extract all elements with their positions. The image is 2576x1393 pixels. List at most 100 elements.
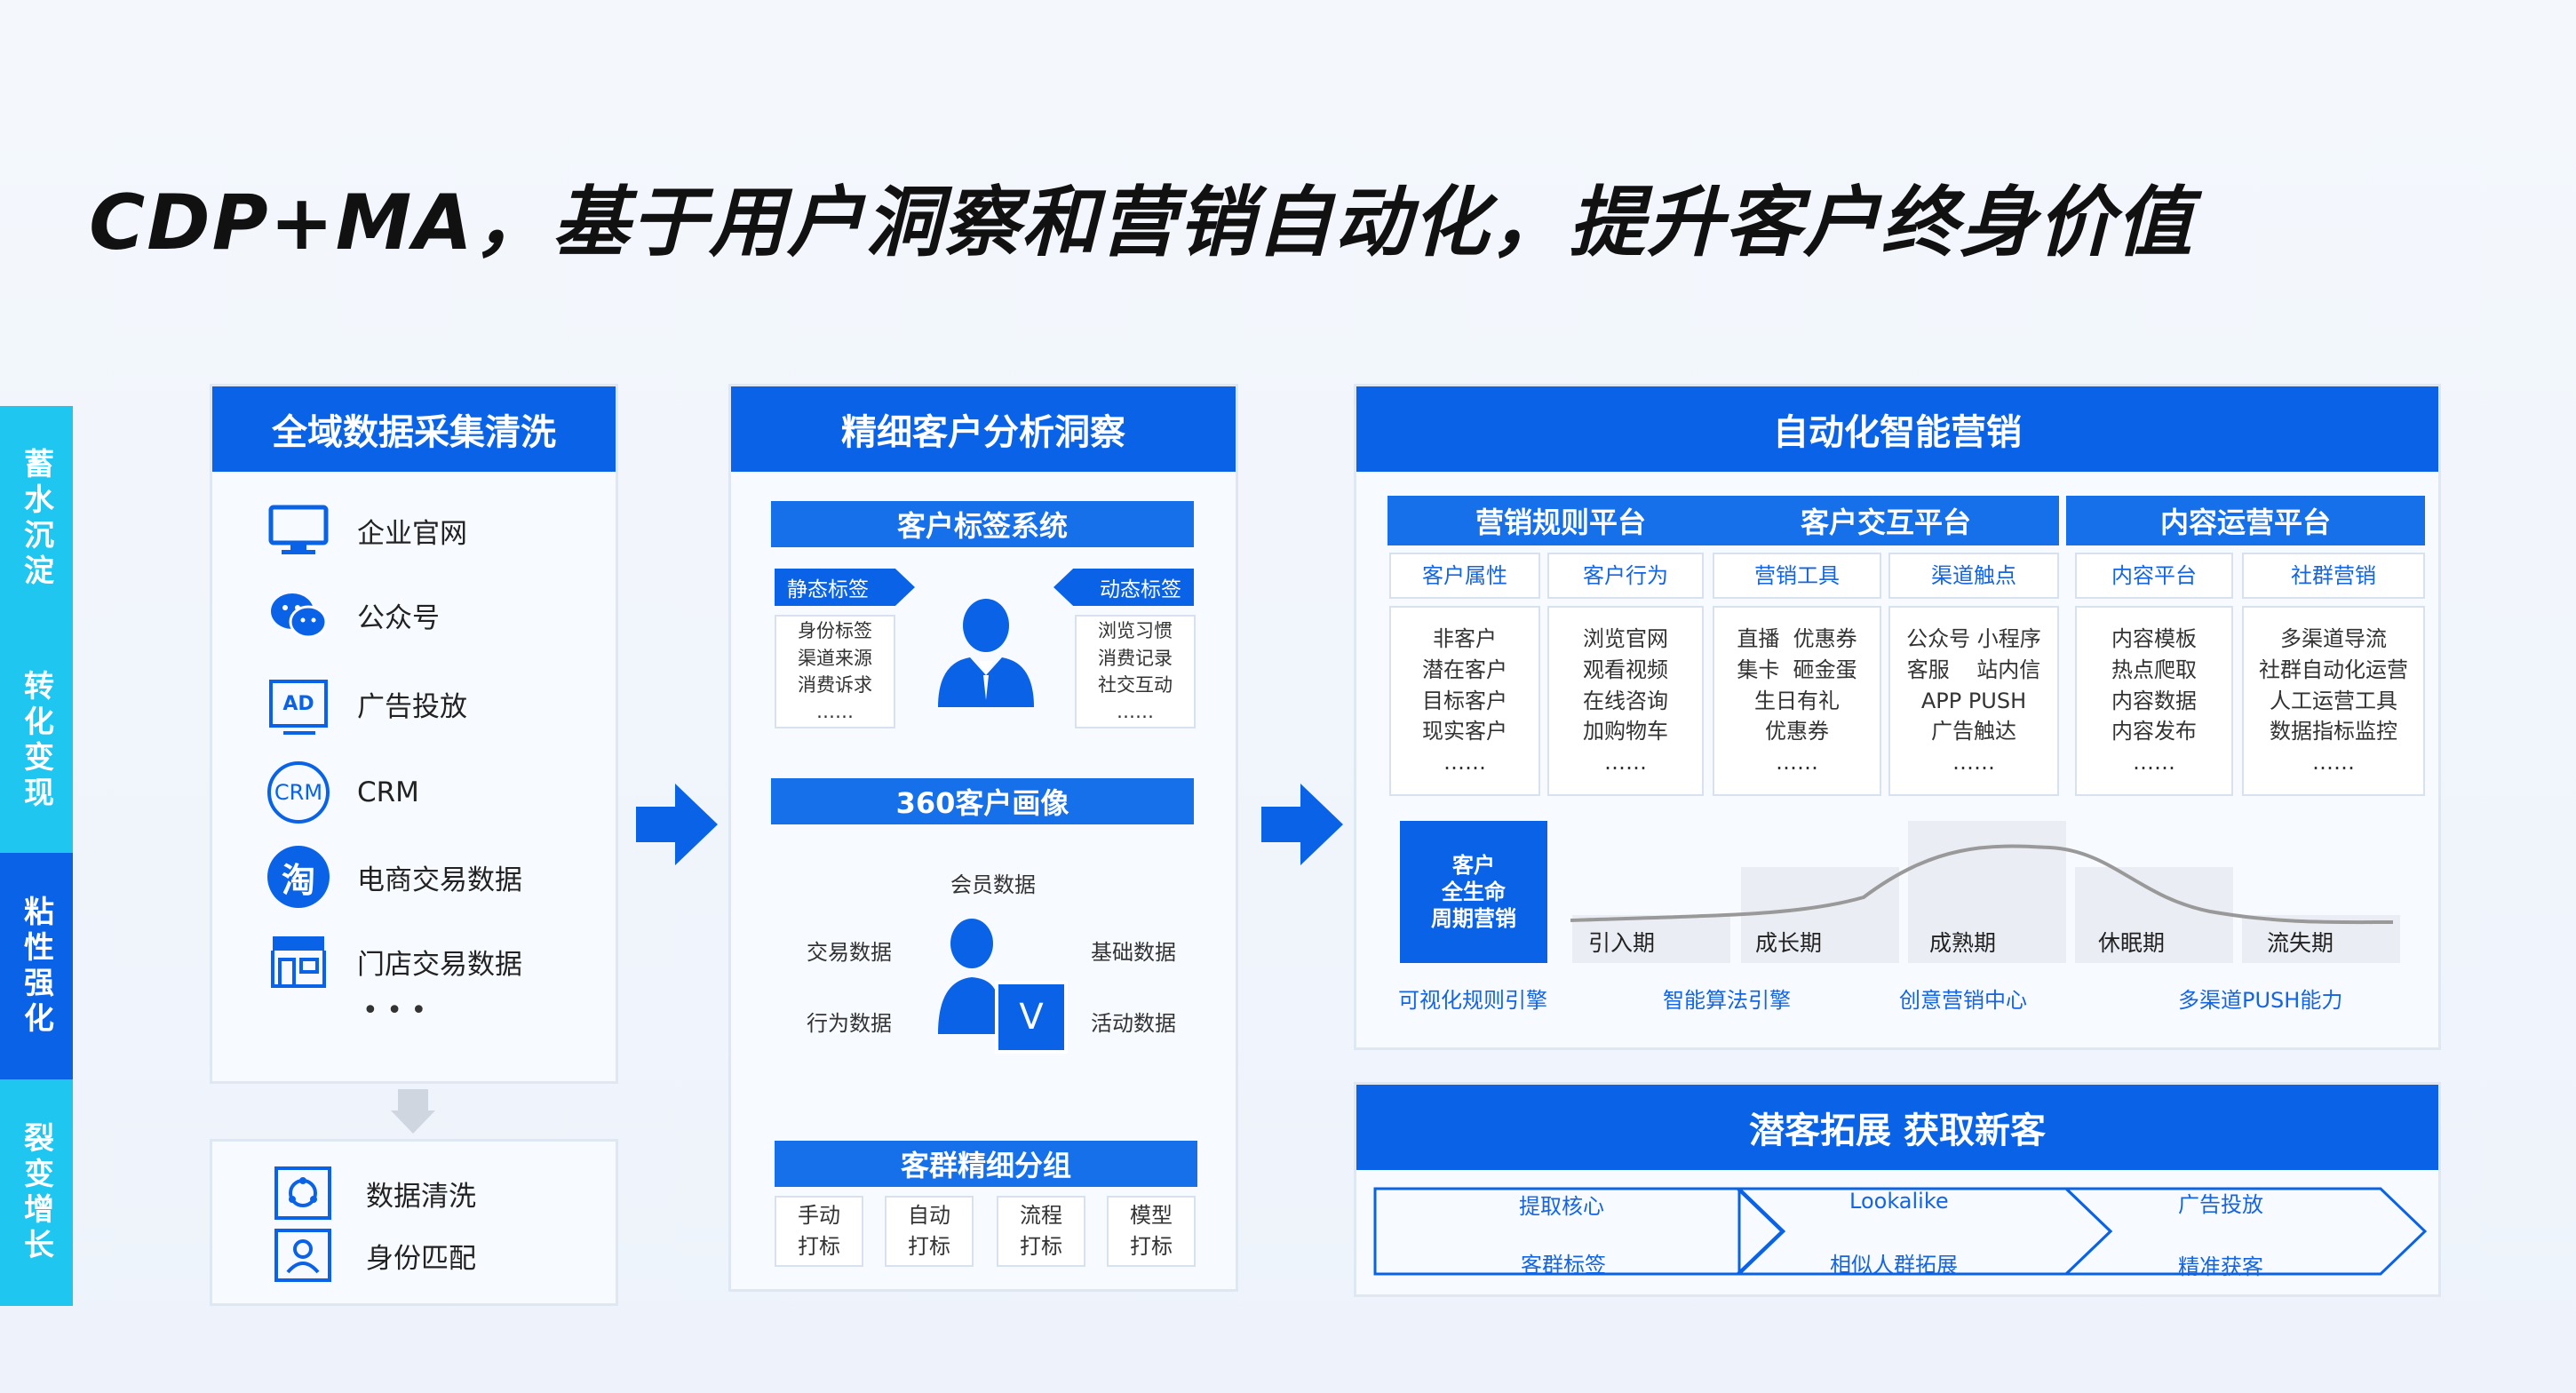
platform-header-content: 内容运营平台 xyxy=(2066,496,2425,545)
cleaning-icon xyxy=(272,1166,334,1221)
col1-item-label: 企业官网 xyxy=(357,517,467,550)
detail-line: 内容数据 xyxy=(2111,688,2197,713)
segment-cell-manual: 手动 打标 xyxy=(775,1196,863,1267)
segment-cell-line: 流程 xyxy=(1020,1203,1062,1229)
col1-item-crm: CRM CRM xyxy=(266,761,419,824)
stage-label: 休眠期 xyxy=(2098,930,2166,956)
detail-line: …… xyxy=(2133,750,2175,776)
detail-box-marketing-tools: 直播 优惠券集卡 砸金蛋生日有礼优惠券…… xyxy=(1713,606,1881,796)
strip-4: 裂变增长 xyxy=(0,1079,73,1306)
col4-header: 潜客拓展 获取新客 xyxy=(1356,1085,2438,1170)
chevron-line: 精准获客 xyxy=(2178,1254,2263,1279)
data-collection-panel: 全域数据采集清洗 xyxy=(210,384,618,1084)
platform-header-rules: 营销规则平台 xyxy=(1387,496,1734,545)
segment-cell-line: 打标 xyxy=(1020,1234,1062,1259)
store-icon xyxy=(266,933,330,990)
segment-cell-flow: 流程 打标 xyxy=(997,1196,1085,1267)
col1-bottom-label: 数据清洗 xyxy=(366,1180,476,1213)
strip-label-1: 蓄水沉淀 xyxy=(18,447,54,590)
detail-line: 优惠券 xyxy=(1765,719,1829,744)
detail-line: 目标客户 xyxy=(1422,688,1507,713)
detail-line: 人工运营工具 xyxy=(2270,688,2397,713)
detail-line: …… xyxy=(1443,750,1486,776)
detail-line: APP PUSH xyxy=(1920,688,2027,713)
vip-badge: V xyxy=(995,981,1068,1054)
col1-item-label: 广告投放 xyxy=(357,690,467,723)
col3-header: 自动化智能营销 xyxy=(1356,386,2438,472)
lifecycle-curve xyxy=(1570,844,2393,925)
page-title: CDP+MA，基于用户洞察和营销自动化，提升客户终身价值 xyxy=(89,179,2194,267)
detail-line: 社群自动化运营 xyxy=(2259,657,2408,682)
detail-box-customer-attr: 非客户潜在客户目标客户现实客户…… xyxy=(1389,606,1540,796)
detail-line: 公众号 小程序 xyxy=(1906,626,2041,651)
sub-community: 社群营销 xyxy=(2242,553,2425,599)
stage-label: 流失期 xyxy=(2267,930,2334,956)
sub-customer-attr: 客户属性 xyxy=(1389,553,1540,599)
segment-cell-line: 手动 xyxy=(798,1203,840,1229)
vip-customer-icon xyxy=(938,919,998,1034)
strip-3: 粘性强化 xyxy=(0,853,73,1079)
trade-data-label: 交易数据 xyxy=(807,940,892,965)
static-tag-line: 身份标签 xyxy=(798,620,872,642)
col1-item-ads: AD 广告投放 xyxy=(266,675,467,735)
detail-box-content-platform: 内容模板热点爬取内容数据内容发布…… xyxy=(2075,606,2233,796)
ad-icon: AD xyxy=(266,675,330,735)
strip-label-3: 粘性强化 xyxy=(18,895,54,1038)
detail-line: …… xyxy=(2312,750,2355,776)
portrait-header: 360客户画像 xyxy=(771,778,1194,824)
sub-channel-touch: 渠道触点 xyxy=(1888,553,2059,599)
segment-cell-line: 自动 xyxy=(908,1203,950,1229)
dynamic-tag-label: 动态标签 xyxy=(1053,569,1194,606)
stage-label: 成长期 xyxy=(1755,930,1823,956)
col2-header: 精细客户分析洞察 xyxy=(731,386,1236,472)
dynamic-tag-line: 社交互动 xyxy=(1098,674,1173,696)
stage-bg-1 xyxy=(1572,915,1730,963)
detail-line: 直播 优惠券 xyxy=(1737,626,1857,651)
stage-bg-2 xyxy=(1741,867,1899,963)
chevron-flow xyxy=(1373,1187,2427,1276)
arrow-right-icon xyxy=(1261,784,1343,865)
static-tag-line: …… xyxy=(816,701,854,723)
lifecycle-box-line: 全生命 xyxy=(1442,880,1506,904)
detail-line: 客服 站内信 xyxy=(1906,657,2041,682)
lifecycle-box-line: 周期营销 xyxy=(1431,906,1516,931)
crm-icon: CRM xyxy=(266,761,330,824)
ad-icon-text: AD xyxy=(282,692,314,715)
segment-cell-line: 打标 xyxy=(1130,1234,1173,1259)
stage-label: 成熟期 xyxy=(1929,930,1997,956)
dynamic-tag-line: 消费记录 xyxy=(1098,647,1173,669)
crm-icon-text: CRM xyxy=(274,780,323,805)
dynamic-tag-line: 浏览习惯 xyxy=(1098,620,1173,642)
chevron-line: 提取核心 xyxy=(1519,1194,1604,1219)
detail-line: 集卡 砸金蛋 xyxy=(1737,657,1857,682)
engine-label: 多渠道PUSH能力 xyxy=(2178,988,2343,1013)
static-tag-line: 消费诉求 xyxy=(798,674,872,696)
wechat-icon xyxy=(266,586,330,643)
activity-data-label: 活动数据 xyxy=(1091,1011,1176,1036)
detail-line: 潜在客户 xyxy=(1422,657,1507,682)
static-tag-box: 身份标签 渠道来源 消费诉求 …… xyxy=(775,615,895,728)
col1-bottom-label: 身份匹配 xyxy=(366,1242,476,1275)
tag-system-header: 客户标签系统 xyxy=(771,501,1194,547)
down-arrow-icon xyxy=(391,1110,435,1134)
engine-label: 可视化规则引擎 xyxy=(1398,988,1547,1013)
platform-header-interaction: 客户交互平台 xyxy=(1713,496,2059,545)
detail-line: 现实客户 xyxy=(1422,719,1507,744)
col1-ellipsis: • • • xyxy=(362,995,427,1026)
detail-line: 在线咨询 xyxy=(1583,688,1668,713)
member-data-label: 会员数据 xyxy=(950,872,1036,897)
detail-line: 广告触达 xyxy=(1931,719,2016,744)
detail-box-community: 多渠道导流社群自动化运营人工运营工具数据指标监控…… xyxy=(2242,606,2425,796)
identity-icon xyxy=(272,1228,334,1283)
col1-item-store: 门店交易数据 xyxy=(266,933,522,990)
col1-header: 全域数据采集清洗 xyxy=(212,386,616,472)
detail-line: 数据指标监控 xyxy=(2270,719,2397,744)
chevron-line: 客群标签 xyxy=(1521,1253,1606,1278)
chevron-line: 广告投放 xyxy=(2178,1192,2263,1217)
sub-marketing-tools: 营销工具 xyxy=(1713,553,1881,599)
taobao-icon-text: 淘 xyxy=(281,860,315,900)
sub-content-platform: 内容平台 xyxy=(2075,553,2233,599)
col1-item-wechat: 公众号 xyxy=(266,586,440,643)
dynamic-tag-box: 浏览习惯 消费记录 社交互动 …… xyxy=(1075,615,1196,728)
engine-label: 智能算法引擎 xyxy=(1663,988,1791,1013)
